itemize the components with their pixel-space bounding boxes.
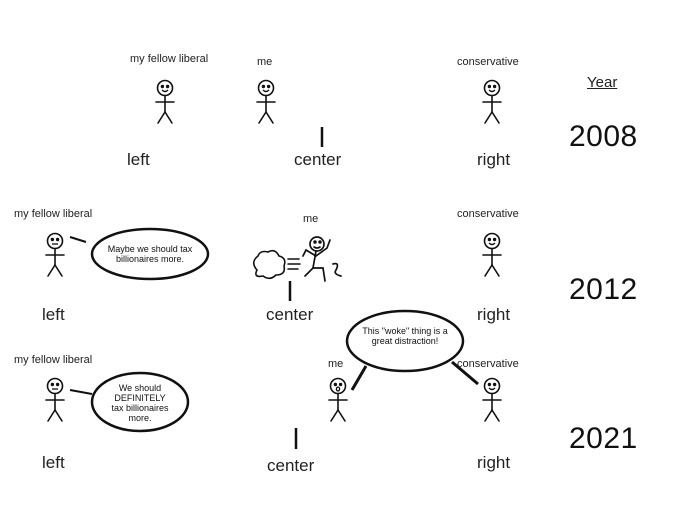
stick-figure-me-running [302, 236, 342, 282]
speech-bubble-text: Maybe we should tax billionaires more. [107, 244, 193, 264]
me-label: me [257, 56, 273, 68]
speech-tail [69, 236, 87, 243]
liberal-label: my fellow liberal [14, 354, 93, 366]
speech-bubble [90, 227, 210, 281]
speech-bubble-top [345, 309, 465, 373]
speech-bubble [90, 371, 190, 433]
stick-figure-conservative [482, 377, 502, 422]
year-2021: 2021 [569, 422, 638, 455]
conservative-label: conservative [457, 56, 519, 68]
panel-2008 [127, 79, 515, 147]
me-label: me [303, 213, 319, 225]
stick-figure-conservative [482, 232, 502, 277]
speech-bubble-top-text: This "woke" thing is a great distraction… [362, 326, 448, 346]
conservative-label: conservative [457, 208, 519, 220]
axis-right-label: right [477, 453, 511, 472]
axis-left-label: left [42, 305, 65, 324]
panel-2021 [42, 309, 515, 449]
year-2008: 2008 [569, 120, 638, 153]
dust-cloud-icon [252, 249, 301, 280]
speech-tail [451, 360, 479, 386]
stick-figure-conservative [482, 79, 502, 124]
stick-figure-liberal [155, 79, 175, 124]
stick-figure-liberal [45, 377, 65, 422]
liberal-label: my fellow liberal [130, 53, 209, 65]
year-2012: 2012 [569, 273, 638, 306]
axis-center-label: center [267, 456, 315, 475]
year-header: Year [587, 74, 618, 91]
speech-bubble-text: We should DEFINITELY tax billionaires mo… [111, 383, 169, 423]
axis-right-label: right [477, 305, 511, 324]
speech-tail [350, 365, 368, 391]
stick-figure-liberal [45, 232, 65, 277]
axis-left-label: left [42, 453, 65, 472]
axis-center-label: center [266, 305, 314, 324]
axis-left-label: left [127, 150, 150, 169]
speech-tail [69, 389, 93, 395]
axis-center-label: center [294, 150, 342, 169]
conservative-label: conservative [457, 358, 519, 370]
liberal-label: my fellow liberal [14, 208, 93, 220]
axis-right-label: right [477, 150, 511, 169]
stick-figure-me [256, 79, 276, 124]
panel-2012 [42, 227, 515, 301]
stick-figure-me-shocked [328, 377, 348, 422]
me-label: me [328, 358, 344, 370]
